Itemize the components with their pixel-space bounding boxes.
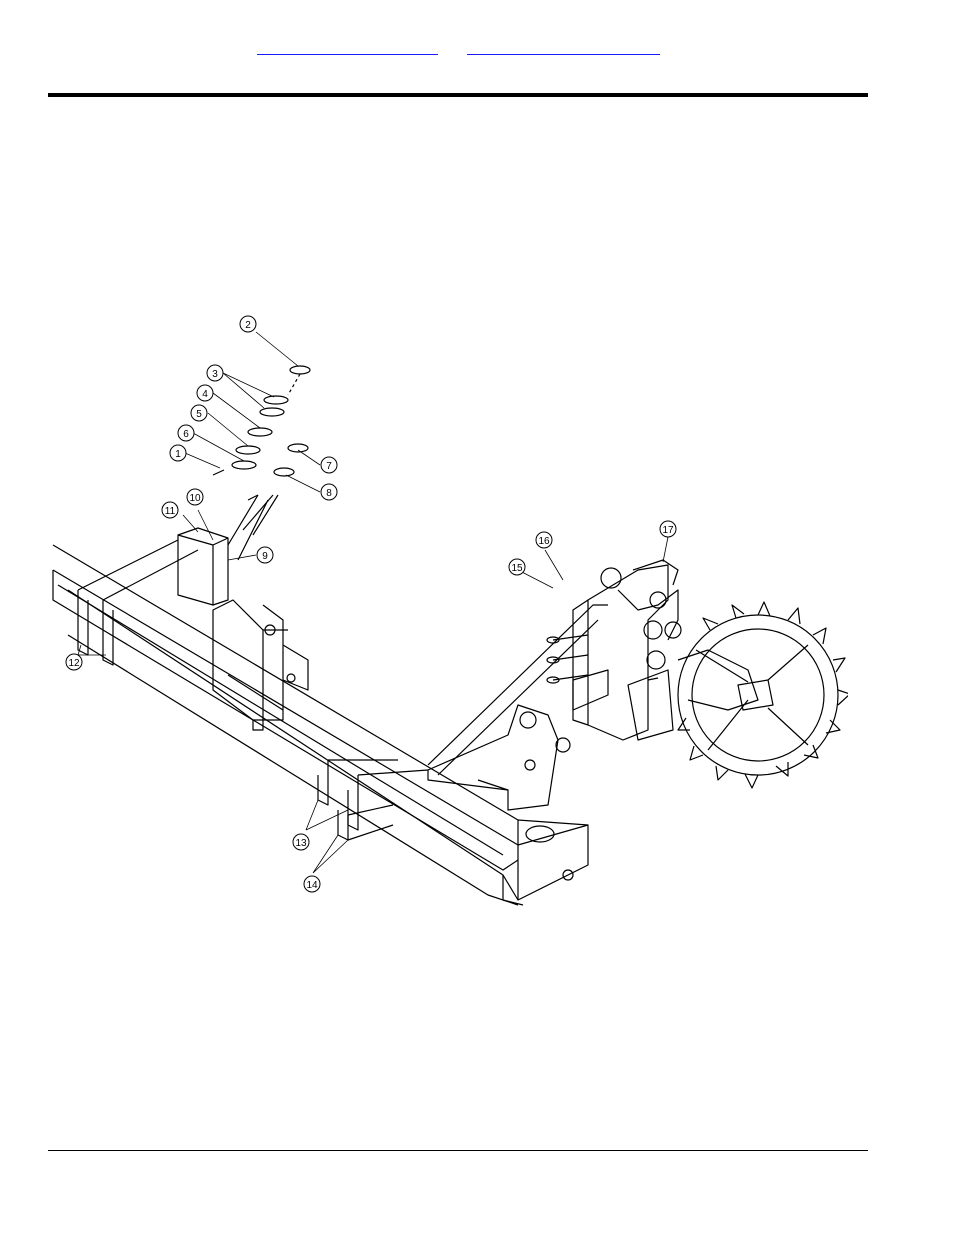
callout-12: 12 (66, 654, 82, 670)
callout-10: 10 (187, 489, 203, 505)
svg-text:8: 8 (326, 488, 332, 499)
callout-5: 5 (191, 405, 207, 421)
svg-text:13: 13 (295, 838, 307, 849)
svg-text:15: 15 (511, 563, 523, 574)
svg-text:14: 14 (306, 880, 318, 891)
svg-text:7: 7 (326, 461, 332, 472)
svg-text:17: 17 (662, 525, 674, 536)
callout-13: 13 (293, 834, 309, 850)
u-bolts-left (78, 540, 198, 665)
callouts: 1 2 3 4 5 6 7 8 9 10 11 12 13 14 15 16 1… (66, 316, 676, 892)
callout-11: 11 (162, 502, 178, 518)
header-link-left[interactable] (257, 42, 438, 55)
svg-text:11: 11 (165, 506, 176, 517)
callout-3: 3 (207, 365, 223, 381)
gauge-wheel (678, 602, 848, 788)
toolbar-tube (53, 545, 588, 905)
footer-rule (48, 1150, 868, 1151)
svg-text:4: 4 (202, 389, 208, 400)
callout-16: 16 (536, 532, 552, 548)
callout-4: 4 (197, 385, 213, 401)
svg-text:9: 9 (262, 551, 268, 562)
svg-text:2: 2 (245, 320, 251, 331)
svg-text:5: 5 (196, 409, 202, 420)
svg-text:1: 1 (175, 449, 181, 460)
header-rule (48, 93, 868, 97)
callout-6: 6 (178, 425, 194, 441)
callout-7: 7 (321, 457, 337, 473)
header-link-right[interactable] (467, 42, 660, 55)
callout-1: 1 (170, 445, 186, 461)
svg-text:16: 16 (538, 536, 550, 547)
callout-2: 2 (240, 316, 256, 332)
svg-text:12: 12 (68, 658, 80, 669)
callout-15: 15 (509, 559, 525, 575)
svg-text:3: 3 (212, 369, 218, 380)
callout-9: 9 (257, 547, 273, 563)
parts-diagram: 1 2 3 4 5 6 7 8 9 10 11 12 13 14 15 16 1… (48, 300, 848, 915)
svg-text:6: 6 (183, 429, 189, 440)
callout-14: 14 (304, 876, 320, 892)
callout-17: 17 (660, 521, 676, 537)
svg-text:10: 10 (189, 493, 201, 504)
callout-8: 8 (321, 484, 337, 500)
mount-bracket (213, 600, 308, 730)
